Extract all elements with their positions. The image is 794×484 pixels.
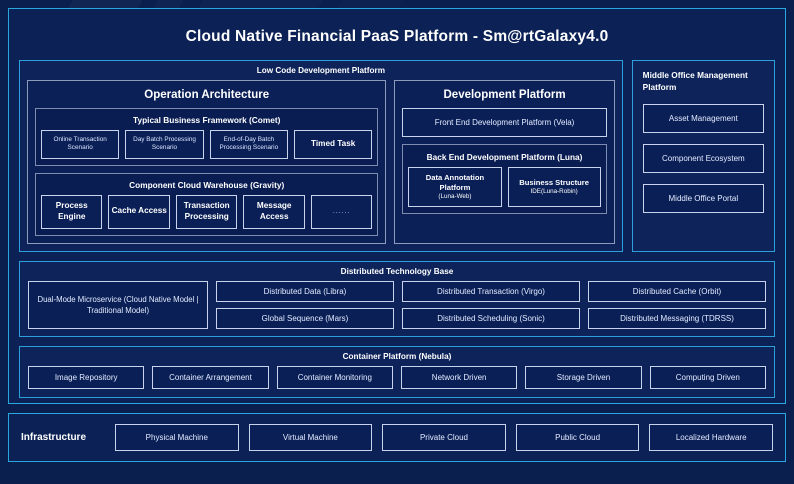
chip-asset-management[interactable]: Asset Management	[642, 104, 764, 134]
chip-end-of-day-batch-processing-scenario[interactable]: End-of-Day Batch Processing Scenario	[209, 130, 289, 159]
low-code-body: Operation Architecture Typical Business …	[20, 80, 622, 251]
chip-data-annotation-sublabel: (Luna-Web)	[438, 193, 472, 201]
chip-distributed-data[interactable]: Distributed Data (Libra)	[216, 280, 394, 302]
typical-business-framework-group: Typical Business Framework (Comet) Onlin…	[35, 108, 379, 166]
chip-distributed-messaging[interactable]: Distributed Messaging (TDRSS)	[588, 307, 766, 329]
middle-office-management-platform-panel: Middle Office Management Platform Asset …	[631, 60, 775, 252]
container-platform-title: Container Platform (Nebula)	[342, 351, 452, 361]
dual-mode-microservice-wrapper: Dual-Mode Microservice (Cloud Native Mod…	[28, 280, 208, 329]
upper-row: Low Code Development Platform Operation …	[19, 60, 775, 252]
chip-day-batch-processing-scenario[interactable]: Day Batch Processing Scenario	[125, 130, 204, 159]
chip-data-annotation-platform[interactable]: Data Annotation Platform (Luna-Web)	[408, 167, 502, 208]
business-framework-items: Online Transaction Scenario Day Batch Pr…	[41, 130, 373, 159]
chip-global-sequence[interactable]: Global Sequence (Mars)	[216, 307, 394, 329]
chip-middle-office-portal[interactable]: Middle Office Portal	[642, 184, 764, 214]
low-code-development-platform-panel: Low Code Development Platform Operation …	[19, 60, 623, 252]
chip-private-cloud[interactable]: Private Cloud	[382, 424, 506, 451]
chip-component-ecosystem[interactable]: Component Ecosystem	[642, 144, 764, 174]
container-platform-panel: Container Platform (Nebula) Image Reposi…	[19, 345, 775, 398]
chip-localized-hardware[interactable]: Localized Hardware	[649, 424, 773, 451]
component-cloud-warehouse-group: Component Cloud Warehouse (Gravity) Proc…	[35, 172, 379, 236]
chip-storage-driven[interactable]: Storage Driven	[525, 365, 642, 389]
chip-business-structure-label: Business Structure	[519, 178, 589, 187]
typical-business-framework-title: Typical Business Framework (Comet)	[133, 115, 281, 125]
chip-cache-access[interactable]: Cache Access	[108, 194, 170, 229]
container-platform-body: Image Repository Container Arrangement C…	[20, 365, 774, 389]
operation-architecture-panel: Operation Architecture Typical Business …	[27, 80, 387, 244]
chip-public-cloud[interactable]: Public Cloud	[515, 424, 640, 451]
chip-transaction-processing[interactable]: Transaction Processing	[175, 194, 238, 229]
chip-message-access[interactable]: Message Access	[243, 194, 305, 229]
chip-data-annotation-label: Data Annotation Platform	[425, 173, 485, 193]
chip-distributed-scheduling[interactable]: Distributed Scheduling (Sonic)	[402, 307, 580, 329]
chip-distributed-transaction[interactable]: Distributed Transaction (Virgo)	[402, 280, 580, 302]
main-platform-frame: Cloud Native Financial PaaS Platform - S…	[8, 8, 786, 404]
chip-front-end-development-platform[interactable]: Front End Development Platform (Vela)	[402, 108, 607, 137]
chip-virtual-machine[interactable]: Virtual Machine	[248, 424, 373, 451]
chip-dual-mode-microservice[interactable]: Dual-Mode Microservice (Cloud Native Mod…	[28, 280, 208, 329]
chip-image-repository[interactable]: Image Repository	[28, 365, 145, 389]
low-code-panel-title: Low Code Development Platform	[256, 66, 385, 75]
infrastructure-panel: Infrastructure Physical Machine Virtual …	[8, 413, 786, 462]
back-end-items: Data Annotation Platform (Luna-Web) Busi…	[408, 167, 601, 208]
page-title: Cloud Native Financial PaaS Platform - S…	[185, 28, 609, 45]
chip-timed-task[interactable]: Timed Task	[294, 130, 373, 159]
infrastructure-label: Infrastructure	[21, 432, 87, 443]
chip-online-transaction-scenario[interactable]: Online Transaction Scenario	[41, 130, 120, 159]
chip-container-monitoring[interactable]: Container Monitoring	[276, 365, 393, 389]
component-warehouse-items: Process Engine Cache Access Transaction …	[41, 194, 373, 229]
chip-business-structure-sublabel: IDE(Luna-Robin)	[530, 188, 578, 196]
architecture-diagram: Cloud Native Financial PaaS Platform - S…	[8, 8, 786, 462]
distributed-technology-base-title: Distributed Technology Base	[340, 266, 454, 276]
back-end-development-platform-group: Back End Development Platform (Luna) Dat…	[402, 144, 607, 215]
middle-office-title: Middle Office Management Platform	[642, 70, 748, 93]
chip-process-engine[interactable]: Process Engine	[41, 194, 103, 229]
chip-physical-machine[interactable]: Physical Machine	[115, 424, 239, 451]
chip-container-arrangement[interactable]: Container Arrangement	[152, 365, 269, 389]
distributed-technology-base-panel: Distributed Technology Base Dual-Mode Mi…	[19, 260, 775, 337]
chip-distributed-cache[interactable]: Distributed Cache (Orbit)	[588, 280, 766, 302]
development-platform-title: Development Platform	[443, 89, 566, 101]
chip-business-structure-ide[interactable]: Business Structure IDE(Luna-Robin)	[507, 167, 601, 208]
distributed-column-1: Distributed Data (Libra) Global Sequence…	[216, 280, 394, 329]
chip-computing-driven[interactable]: Computing Driven	[649, 365, 766, 389]
infrastructure-items: Physical Machine Virtual Machine Private…	[115, 424, 773, 451]
development-platform-panel: Development Platform Front End Developme…	[394, 80, 615, 244]
distributed-technology-base-body: Dual-Mode Microservice (Cloud Native Mod…	[20, 280, 774, 329]
back-end-development-platform-title: Back End Development Platform (Luna)	[426, 152, 583, 162]
chip-more-ellipsis[interactable]: ......	[310, 194, 373, 229]
distributed-column-3: Distributed Cache (Orbit) Distributed Me…	[588, 280, 766, 329]
chip-network-driven[interactable]: Network Driven	[400, 365, 518, 389]
distributed-column-2: Distributed Transaction (Virgo) Distribu…	[402, 280, 580, 329]
component-cloud-warehouse-title: Component Cloud Warehouse (Gravity)	[129, 179, 285, 190]
operation-architecture-title: Operation Architecture	[144, 89, 270, 101]
